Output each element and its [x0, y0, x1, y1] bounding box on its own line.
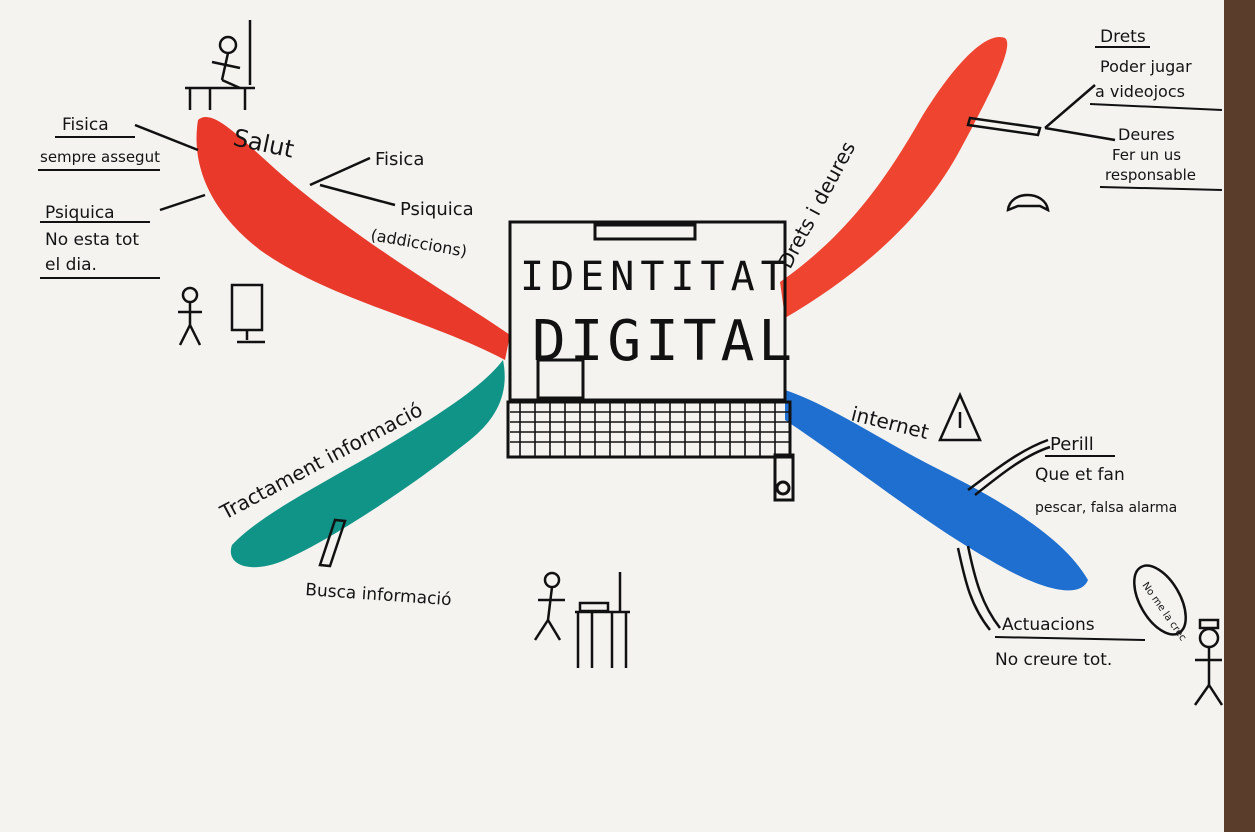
table-edge	[1224, 0, 1255, 832]
salut-fisica-label: Fisica	[375, 149, 424, 170]
drets-text-2: a videojocs	[1095, 82, 1185, 101]
left-fisica-title: Fisica	[62, 115, 109, 135]
deures-text-1: Fer un us	[1112, 146, 1181, 164]
left-fisica-text: sempre assegut	[40, 148, 160, 166]
perill-text-2: pescar, falsa alarma	[1035, 500, 1177, 516]
deures-text-2: responsable	[1105, 166, 1196, 184]
center-title-line1: IDENTITAT	[520, 254, 791, 300]
drets-title: Drets	[1100, 27, 1146, 47]
deures-title: Deures	[1118, 125, 1175, 144]
perill-title: Perill	[1050, 434, 1094, 455]
actuacions-text: No creure tot.	[995, 650, 1112, 670]
actuacions-title: Actuacions	[1002, 615, 1095, 635]
center-title-line2: DIGITAL	[532, 309, 796, 374]
left-psiquica-text-2: el dia.	[45, 255, 97, 275]
salut-psiquica-label: Psiquica	[400, 199, 474, 220]
drets-text-1: Poder jugar	[1100, 57, 1192, 76]
left-psiquica-text-1: No esta tot	[45, 230, 139, 250]
perill-text-1: Que et fan	[1035, 465, 1125, 485]
left-psiquica-title: Psiquica	[45, 203, 115, 223]
